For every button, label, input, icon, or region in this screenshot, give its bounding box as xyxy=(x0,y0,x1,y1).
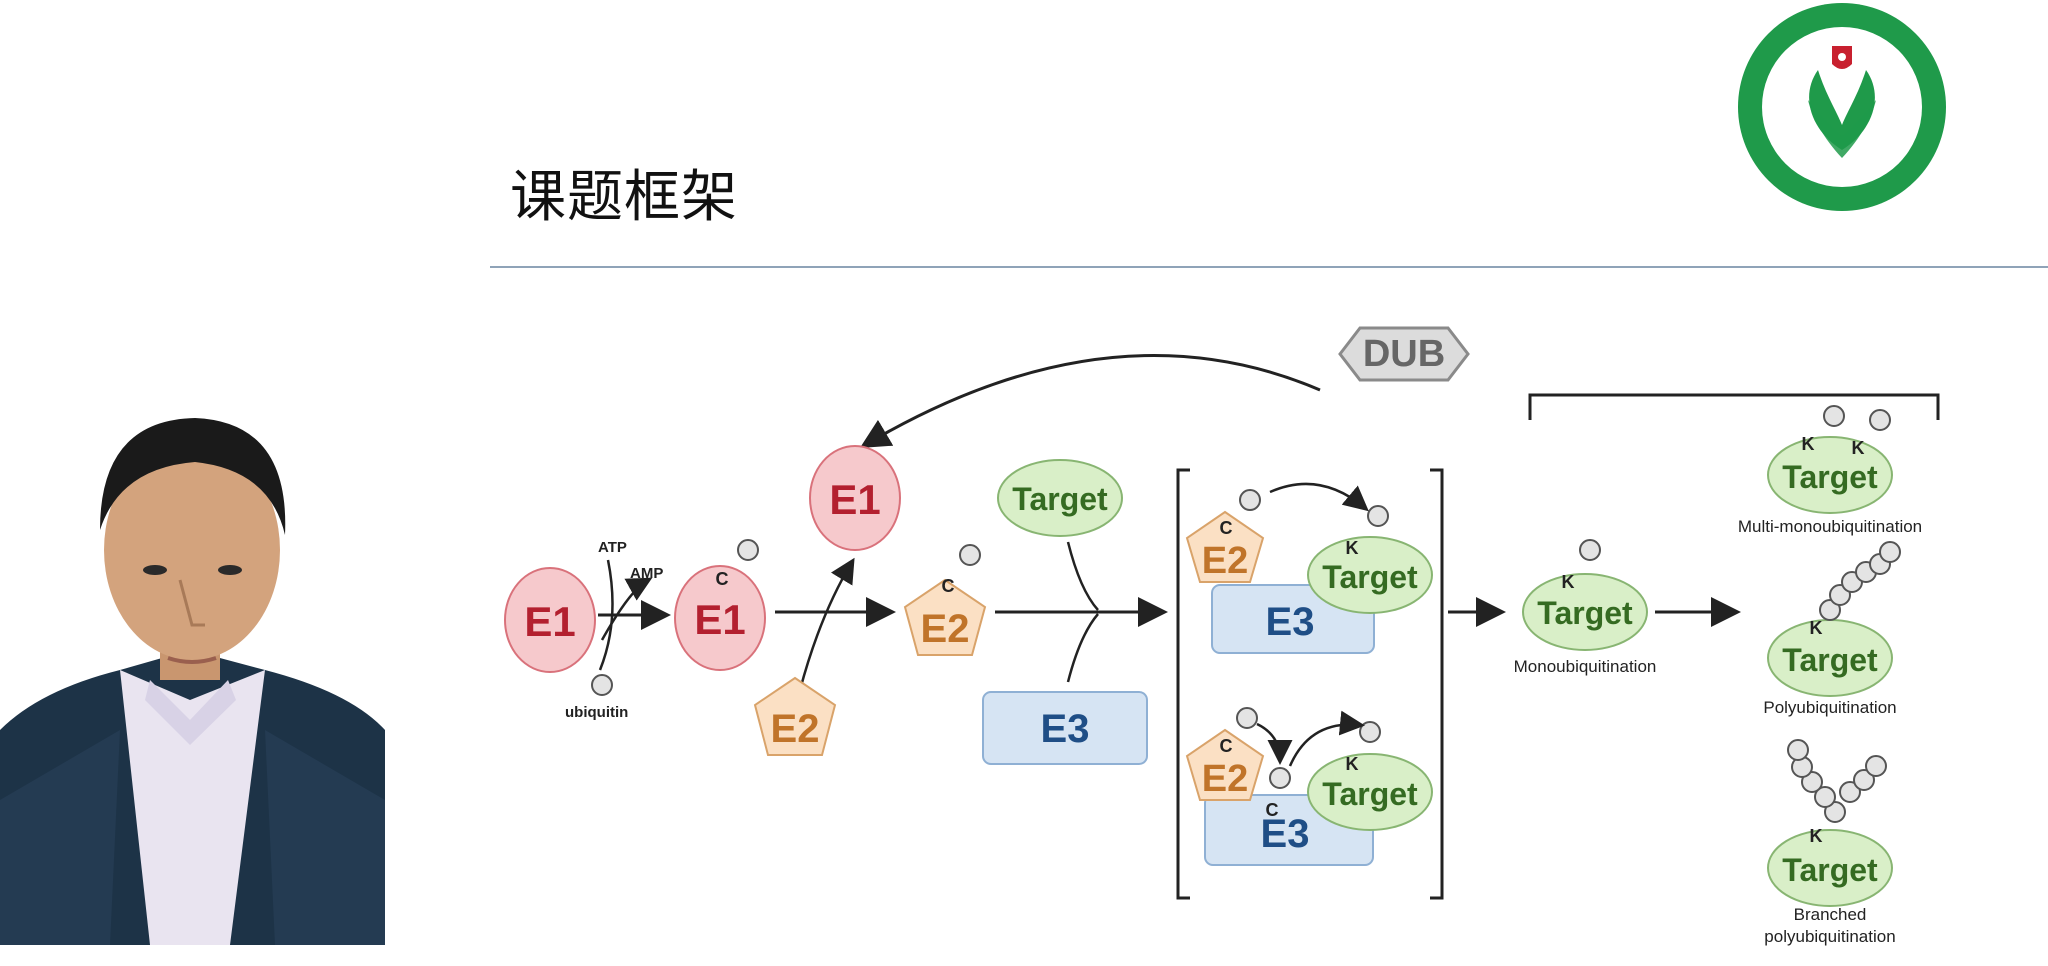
ubiquitin-icon xyxy=(1579,539,1601,561)
mono-target-node: Target K xyxy=(1522,539,1648,651)
e2-ub-node: E2 C xyxy=(903,544,987,656)
svg-text:K: K xyxy=(1346,754,1359,774)
ubiquitin-icon xyxy=(1787,739,1809,761)
svg-text:E1: E1 xyxy=(694,596,745,643)
svg-text:Target: Target xyxy=(1782,852,1878,888)
ubiquitin-icon xyxy=(959,544,981,566)
svg-text:K: K xyxy=(1346,538,1359,558)
svg-text:K: K xyxy=(1802,434,1815,454)
e3-free-node: E3 xyxy=(982,691,1148,765)
e1-released-node: E1 xyxy=(809,445,901,551)
logo-inner-disc xyxy=(1762,27,1922,187)
atp-label: ATP xyxy=(598,539,627,556)
svg-text:C: C xyxy=(942,576,955,596)
svg-text:K: K xyxy=(1810,618,1823,638)
branched-label-1: Branched xyxy=(1794,905,1867,924)
svg-text:E3: E3 xyxy=(1041,707,1090,751)
ubiquitin-icon xyxy=(1269,767,1291,789)
svg-text:E2: E2 xyxy=(1202,758,1248,800)
svg-text:Target: Target xyxy=(1322,776,1418,812)
dub-feedback-arrow xyxy=(859,354,1321,449)
complex-upper: E3 E2 C Target K xyxy=(1185,482,1433,654)
svg-text:C: C xyxy=(1220,736,1233,756)
ubiquitin-label: ubiquitin xyxy=(565,704,628,721)
svg-text:Target: Target xyxy=(1782,642,1878,678)
ubiquitin-icon xyxy=(1823,405,1845,427)
e2-free-node: E2 xyxy=(753,676,837,756)
ubiquitin-icon xyxy=(591,674,613,696)
poly-target-node: Target K xyxy=(1767,541,1901,697)
svg-text:C: C xyxy=(716,569,729,589)
svg-text:Target: Target xyxy=(1537,595,1633,631)
ubiquitin-icon xyxy=(1359,721,1381,743)
ubiquitin-icon xyxy=(1239,489,1261,511)
svg-text:E2: E2 xyxy=(921,607,970,651)
complex-bracket-right xyxy=(1430,468,1444,900)
ubiquitin-icon xyxy=(1814,786,1836,808)
e1-node: E1 xyxy=(504,567,596,673)
svg-text:Target: Target xyxy=(1012,481,1108,517)
svg-text:K: K xyxy=(1852,438,1865,458)
svg-text:K: K xyxy=(1810,826,1823,846)
svg-text:Target: Target xyxy=(1782,459,1878,495)
ubiquitin-icon xyxy=(1869,409,1891,431)
svg-text:K: K xyxy=(1562,572,1575,592)
complex-bracket-left xyxy=(1176,468,1190,900)
ubiquitin-icon xyxy=(1879,541,1901,563)
svg-text:Target: Target xyxy=(1322,559,1418,595)
mono-label: Monoubiquitination xyxy=(1514,657,1657,676)
ubiquitination-diagram: DUB E1 ATP AMP ubiquitin E1 C E1 E2 E2 C xyxy=(504,326,1940,946)
e1-ub-node: E1 C xyxy=(674,539,766,671)
ubiquitin-icon xyxy=(1367,505,1389,527)
svg-text:E1: E1 xyxy=(829,476,880,523)
dub-badge: DUB xyxy=(1338,326,1470,382)
ubiquitin-icon xyxy=(1853,769,1875,791)
portrait-photo xyxy=(0,400,385,945)
ubiquitin-icon xyxy=(1839,781,1861,803)
complex-lower: E3 E2 C C Target K xyxy=(1185,707,1433,866)
poly-label: Polyubiquitination xyxy=(1763,698,1896,717)
university-logo xyxy=(1738,3,1946,211)
target-free-node: Target xyxy=(997,459,1123,537)
svg-text:E3: E3 xyxy=(1261,812,1310,856)
ubiquitin-icon xyxy=(1819,599,1841,621)
multi-mono-node: Target K K xyxy=(1767,405,1893,514)
dub-label: DUB xyxy=(1363,333,1445,375)
ubiquitin-icon xyxy=(1865,755,1887,777)
svg-text:E2: E2 xyxy=(771,707,820,751)
ubiquitin-icon xyxy=(1236,707,1258,729)
ubiquitin-icon xyxy=(1801,771,1823,793)
svg-text:E1: E1 xyxy=(524,598,575,645)
ubiquitin-icon xyxy=(1824,801,1846,823)
products-bracket xyxy=(1528,393,1940,420)
branched-label-2: polyubiquitination xyxy=(1764,927,1895,946)
svg-text:E2: E2 xyxy=(1202,540,1248,582)
atp-arrow xyxy=(598,559,614,671)
ubiquitin-icon xyxy=(737,539,759,561)
title-divider xyxy=(490,266,2048,268)
branched-target-node: Target K xyxy=(1767,739,1893,907)
svg-text:C: C xyxy=(1220,518,1233,538)
multi-mono-label: Multi-monoubiquitination xyxy=(1738,517,1922,536)
svg-text:C: C xyxy=(1266,800,1279,820)
svg-text:E3: E3 xyxy=(1266,600,1315,644)
page-title: 课题框架 xyxy=(510,165,738,230)
